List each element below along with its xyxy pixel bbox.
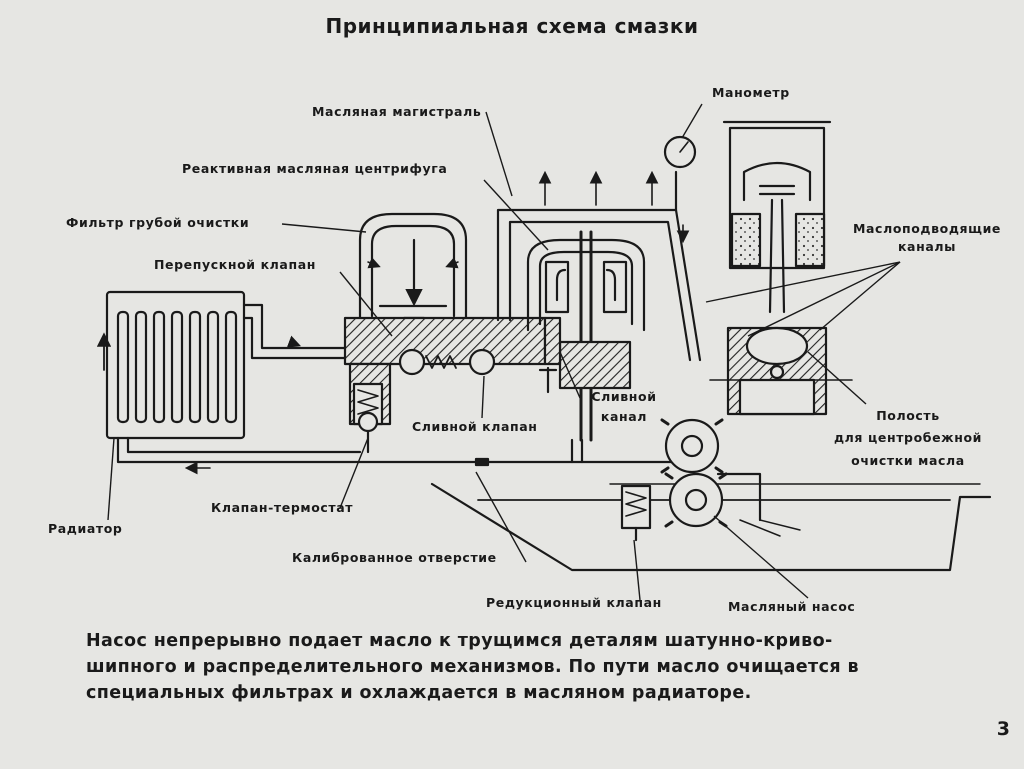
- label-cavity-2: для центробежной: [833, 430, 982, 445]
- caption-line-3: специальных фильтрах и охлаждается в мас…: [86, 683, 752, 703]
- label-coarse-filter: Фильтр грубой очистки: [66, 215, 250, 230]
- label-oil-main: Масляная магистраль: [312, 104, 482, 119]
- label-reducing-valve: Редукционный клапан: [486, 595, 662, 610]
- oil-pump: [660, 418, 728, 528]
- caption-line-2: шипного и распределительного механизмов.…: [86, 657, 859, 677]
- coarse-filter: [358, 212, 468, 334]
- label-cavity-3: очистки масла: [851, 453, 965, 468]
- engine-cylinder: [722, 120, 832, 314]
- page-number: 3: [996, 718, 1010, 740]
- label-thermostat-valve: Клапан-термостат: [211, 500, 354, 515]
- caption-line-1: Насос непрерывно подает масло к трущимся…: [86, 631, 833, 651]
- label-calibrated-orifice: Калиброванное отверстие: [292, 550, 497, 565]
- radiator-body: [105, 290, 246, 440]
- label-supply-channels-1: Маслоподводящие: [852, 221, 1002, 236]
- label-drain-channel-2: канал: [600, 409, 648, 424]
- label-supply-channels-2: каналы: [897, 239, 957, 254]
- label-oil-pump: Масляный насос: [728, 599, 856, 614]
- label-cavity-1: Полость: [876, 408, 940, 423]
- label-bypass-valve: Перепускной клапан: [154, 257, 316, 272]
- label-manometer: Манометр: [712, 85, 790, 100]
- label-jet-centrifuge: Реактивная масляная центрифуга: [182, 161, 448, 176]
- label-drain-valve: Сливной клапан: [412, 419, 538, 434]
- label-drain-channel-1: Сливной: [591, 389, 657, 404]
- diagram-title: Принципиальная схема смазки: [325, 14, 699, 38]
- label-radiator: Радиатор: [48, 521, 123, 536]
- jet-centrifuge: [526, 230, 646, 442]
- caption-text: Насос непрерывно подает масло к трущимся…: [86, 628, 976, 706]
